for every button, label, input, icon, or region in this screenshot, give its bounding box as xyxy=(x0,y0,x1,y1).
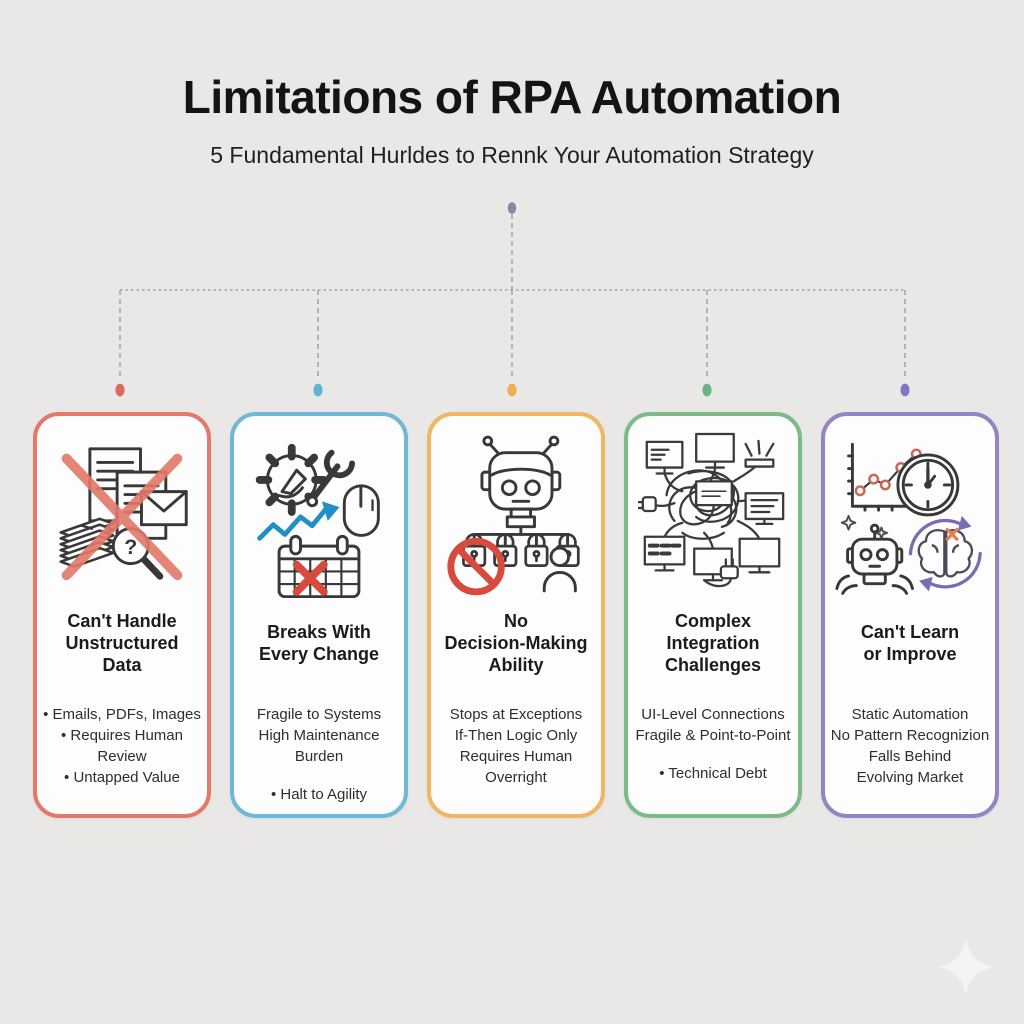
card-bullets: • Emails, PDFs, Images • Requires Human R… xyxy=(40,704,204,788)
card-title-line: or Improve xyxy=(863,644,957,664)
no-learning-icon xyxy=(825,428,995,600)
branch-dot xyxy=(702,383,712,397)
tangled-wires-icon xyxy=(638,432,785,588)
card-title-line: Data xyxy=(102,655,142,675)
breaking-maintenance-icon xyxy=(255,443,380,598)
no-learning-icon xyxy=(835,442,982,595)
branch-dot xyxy=(313,383,323,397)
card-bullet: UI-Level Connections xyxy=(641,706,785,723)
card-bullet: Stops at Exceptions xyxy=(449,706,583,723)
card-bullet: High Maintenance Burden xyxy=(258,727,380,765)
card-bullet: No Pattern Recognizion xyxy=(830,727,990,744)
card-bullet: Fragile to Systems xyxy=(256,706,382,723)
card-bullet: • Requires Human Review xyxy=(61,727,183,765)
branch-dot xyxy=(900,383,910,397)
tangled-wires-icon xyxy=(628,428,798,600)
card-bullet: Falls Behind xyxy=(868,748,952,765)
card-title-line: Unstructured xyxy=(65,633,179,653)
branch-dot xyxy=(507,383,517,397)
card-bullet: Fragile & Point-to-Point xyxy=(635,727,791,744)
card-bullet: Static Automation xyxy=(851,706,969,723)
root-dot xyxy=(507,202,517,214)
robot-locks-icon xyxy=(431,428,601,600)
card-title-line: Integration xyxy=(666,633,760,653)
card-title-line: Can't Learn xyxy=(860,622,960,642)
card-bullet: • Technical Debt xyxy=(659,765,767,782)
card-title-line: Every Change xyxy=(258,644,380,664)
branch-dot xyxy=(115,383,125,397)
page-subtitle: 5 Fundamental Hurldes to Rennk Your Auto… xyxy=(210,142,814,168)
robot-locks-icon xyxy=(447,435,580,596)
breaking-maintenance-icon xyxy=(234,428,404,600)
card-bullet: • Untapped Value xyxy=(64,769,180,786)
card-title-line: Challenges xyxy=(664,655,762,675)
card-bullet: • Emails, PDFs, Images xyxy=(43,706,201,723)
bullet-spacer xyxy=(631,746,795,763)
card-bullet: If-Then Logic Only xyxy=(454,727,578,744)
svg-text:?: ? xyxy=(124,535,137,559)
card-title-line: No xyxy=(504,611,528,631)
page-title: Limitations of RPA Automation xyxy=(182,71,842,123)
card-title-line: Complex xyxy=(674,611,752,631)
card-title-line: Decision-Making xyxy=(444,633,588,653)
card-bullet: Requires Human Overright xyxy=(459,748,573,786)
card-bullet: Evolving Market xyxy=(856,769,964,786)
sparkle-icon xyxy=(938,939,994,995)
bullet-spacer xyxy=(237,767,401,784)
card-title-line: Ability xyxy=(488,655,544,675)
card-bullet: • Halt to Agility xyxy=(270,786,368,803)
crossed-documents-icon: ? xyxy=(37,428,207,600)
card-title-line: Can't Handle xyxy=(67,611,177,631)
card-title-line: Breaks With xyxy=(267,622,371,642)
crossed-documents-icon: ? xyxy=(59,447,188,581)
connector-lines xyxy=(115,202,910,397)
